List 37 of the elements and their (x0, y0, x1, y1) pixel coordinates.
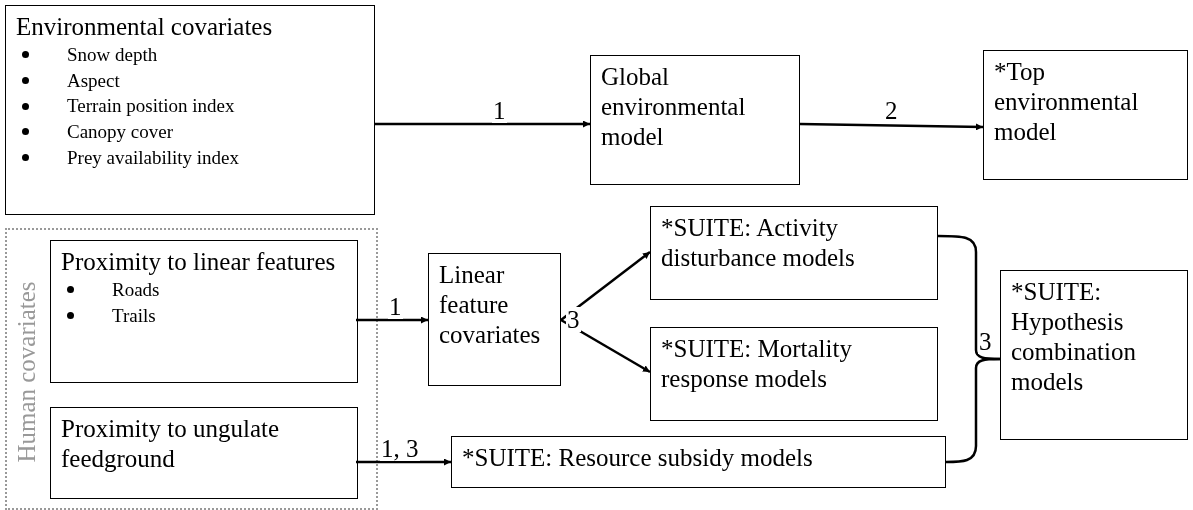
node-label: *Top environmental model (994, 57, 1140, 147)
arrow (375, 120, 590, 128)
bullet-item: Trails (112, 303, 156, 328)
bullet-item: Snow depth (67, 43, 158, 67)
bullet-item: Roads (112, 278, 160, 302)
bullet-item: Terrain position index (67, 94, 235, 119)
node-label: *SUITE: Activity disturbance models (661, 213, 856, 273)
edge-label: 3 (566, 307, 581, 332)
node-label: Global environmental model (601, 62, 747, 152)
arrow (356, 316, 428, 324)
group-heading: Human covariates (13, 280, 41, 465)
node-label: *SUITE: Resource subsidy models (462, 443, 814, 473)
process-box (50, 240, 358, 383)
node-label: *SUITE: Hypothesis combination models (1011, 277, 1137, 397)
process-box (590, 55, 800, 185)
process-box (650, 327, 938, 421)
process-box (50, 407, 358, 499)
arrow (799, 122, 984, 131)
node-label: Linear feature covariates (439, 260, 542, 350)
bullet-item: Canopy cover (67, 119, 174, 144)
node-label: Proximity to ungulate feedground (61, 414, 281, 474)
process-box (451, 436, 946, 488)
group-region (5, 228, 378, 510)
node-label: Proximity to linear features (61, 247, 337, 277)
arrow (560, 318, 651, 374)
process-box (5, 5, 375, 215)
arrow (560, 251, 651, 321)
process-box (1000, 270, 1188, 440)
bracket-connector (946, 357, 1000, 464)
process-box (650, 206, 938, 300)
arrow (356, 458, 451, 466)
bullet-item: Prey availability index (67, 145, 239, 170)
process-box (983, 50, 1188, 180)
bullet-item: Aspect (67, 68, 120, 93)
process-box (428, 253, 561, 386)
node-label: *SUITE: Mortality response models (661, 334, 853, 394)
node-label: Environmental covariates (16, 12, 274, 42)
